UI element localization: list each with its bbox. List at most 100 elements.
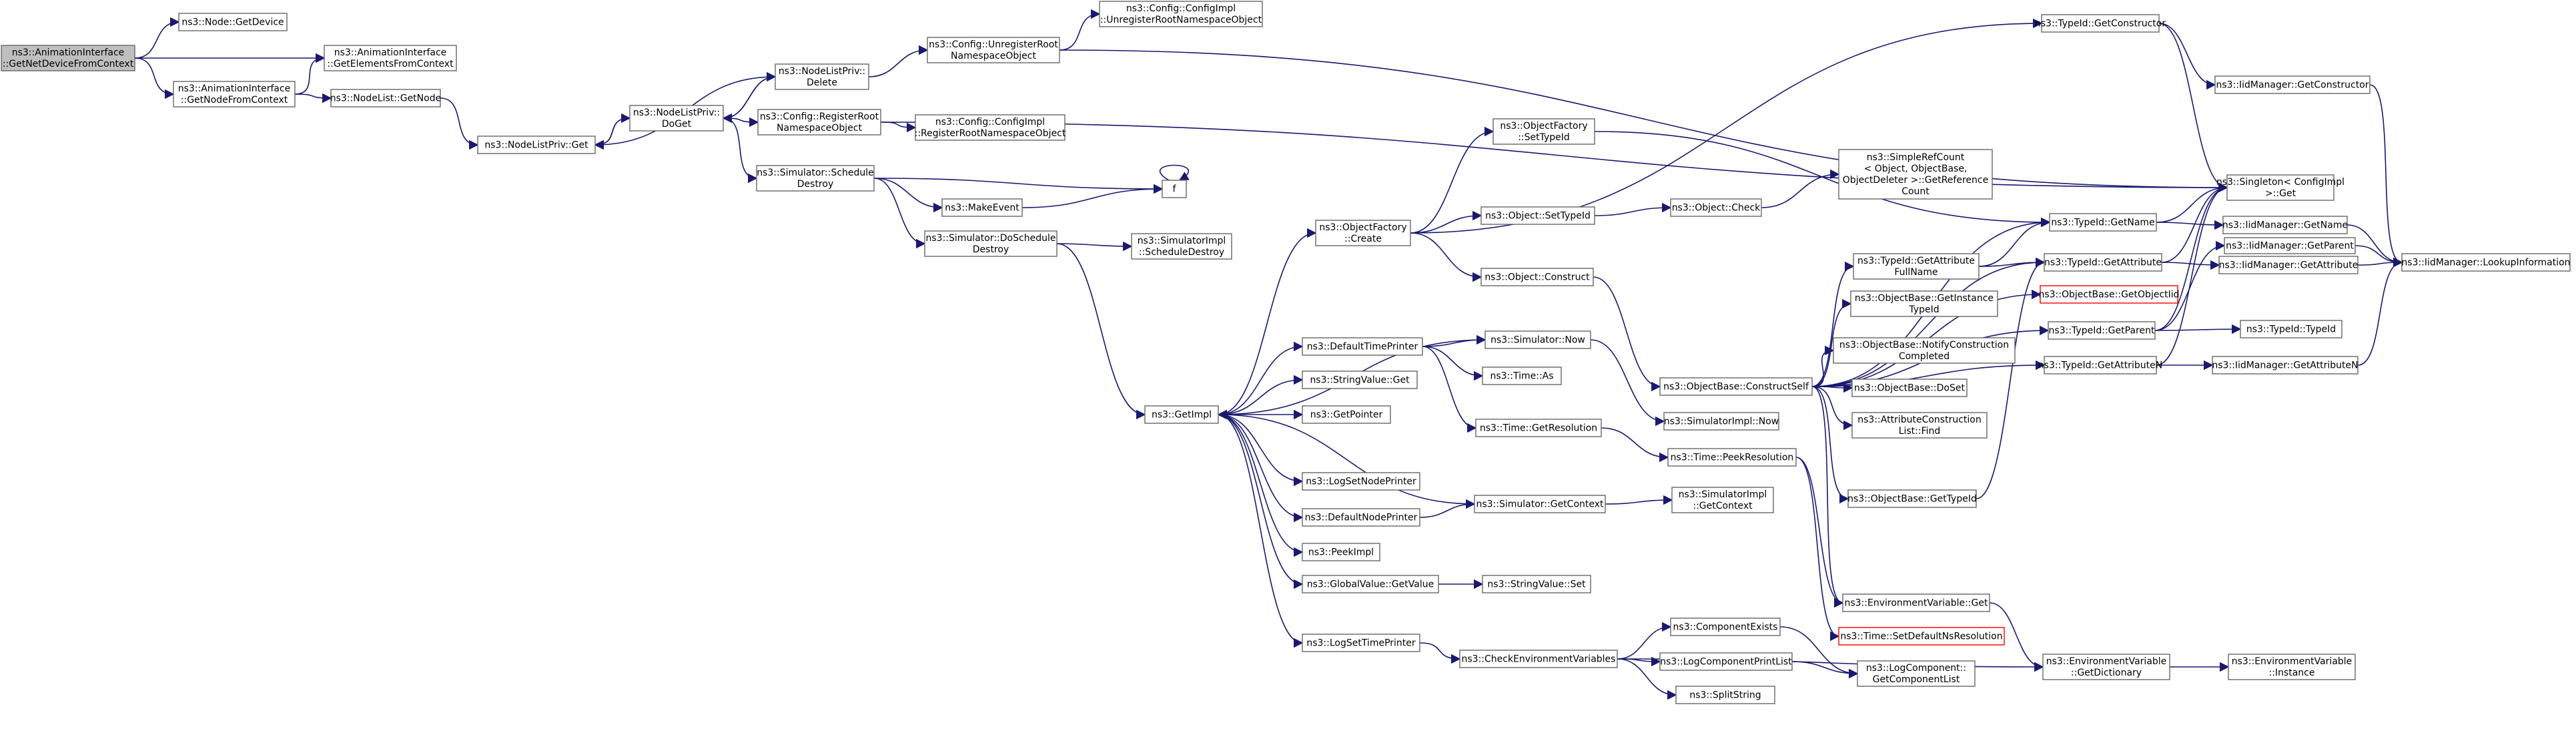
graph-node[interactable]: ns3::ObjectFactory::SetTypeId <box>1492 118 1595 145</box>
graph-node[interactable]: ns3::SimulatorImpl::GetContext <box>1671 487 1774 513</box>
graph-node-box <box>1162 180 1187 198</box>
graph-node[interactable]: ns3::TypeId::TypeId <box>2240 320 2342 338</box>
graph-node[interactable]: ns3::ObjectBase::DoSet <box>1851 379 1968 397</box>
graph-node[interactable]: ns3::ObjectFactory::Create <box>1315 220 1411 246</box>
graph-edge <box>1978 257 2046 268</box>
graph-node[interactable]: ns3::Simulator::Now <box>1484 330 1591 349</box>
graph-node-label: ns3::DefaultTimePrinter <box>1307 342 1418 352</box>
graph-node[interactable]: ns3::TypeId::GetName <box>2049 213 2157 232</box>
graph-node[interactable]: ns3::MakeEvent <box>941 198 1023 217</box>
graph-node[interactable]: ns3::ObjectBase::ConstructSelf <box>1659 377 1813 396</box>
graph-node-label: Delete <box>807 77 837 88</box>
graph-node[interactable]: ns3::DefaultNodePrinter <box>1302 508 1420 527</box>
graph-node[interactable]: ns3::IidManager::GetParent <box>2224 237 2356 254</box>
graph-node[interactable]: ns3::ObjectBase::GetObjectIid <box>2038 285 2180 304</box>
graph-node[interactable]: ns3::TypeId::GetParent <box>2048 321 2156 340</box>
graph-node[interactable]: ns3::AnimationInterface::GetNodeFromCont… <box>173 81 296 107</box>
graph-node[interactable]: ns3::GlobalValue::GetValue <box>1302 575 1439 593</box>
graph-node[interactable]: ns3::Object::Check <box>1670 198 1762 217</box>
graph-node[interactable]: ns3::SplitString <box>1675 686 1775 704</box>
graph-node-label: ns3::AttributeConstruction <box>1857 415 1981 425</box>
graph-node-box <box>2040 285 2178 304</box>
graph-node[interactable]: ns3::Config::UnregisterRootNamespaceObje… <box>927 37 1060 63</box>
graph-node-label: ns3::LogComponentPrintList <box>1660 657 1792 668</box>
graph-node-box <box>330 89 441 107</box>
graph-node[interactable]: ns3::Node::GetDevice <box>178 13 288 31</box>
graph-node[interactable]: ns3::Object::Construct <box>1480 268 1594 286</box>
graph-node[interactable]: ns3::Simulator::ScheduleDestroy <box>756 165 875 192</box>
graph-edge <box>1590 339 1665 427</box>
graph-node[interactable]: ns3::ObjectBase::GetTypeId <box>1847 489 1977 508</box>
graph-node[interactable]: ns3::StringValue::Get <box>1302 371 1418 389</box>
graph-node[interactable]: ns3::IidManager::GetAttribute <box>2218 256 2358 274</box>
graph-node-label: ns3::GetPointer <box>1310 410 1383 421</box>
graph-edge <box>1218 375 1304 415</box>
graph-edge <box>1594 202 1672 216</box>
graph-node-label: ns3::Config::RegisterRoot <box>760 111 879 122</box>
graph-node[interactable]: ns3::TypeId::GetAttribute <box>2044 253 2162 272</box>
graph-node[interactable]: ns3::LogComponentPrintList <box>1659 652 1793 671</box>
graph-node[interactable]: ns3::GetPointer <box>1302 405 1391 424</box>
graph-node-box <box>2240 320 2342 338</box>
graph-node[interactable]: ns3::EnvironmentVariable::Get <box>1842 593 1990 612</box>
graph-node[interactable]: ns3::TypeId::GetConstructor <box>2035 14 2166 33</box>
graph-node[interactable]: ns3::LogComponent::GetComponentList <box>1857 660 1976 687</box>
graph-node-label: ns3::Simulator::Schedule <box>757 168 874 178</box>
graph-node[interactable]: ns3::LogSetTimePrinter <box>1302 634 1420 652</box>
graph-node[interactable]: ns3::NodeListPriv::Get <box>477 136 596 154</box>
graph-node[interactable]: ns3::NodeListPriv::DoGet <box>629 105 724 132</box>
graph-node-box <box>915 114 1065 141</box>
graph-node[interactable]: ns3::Config::ConfigImpl::UnregisterRootN… <box>1099 1 1263 27</box>
graph-node-label: ::SetTypeId <box>1518 132 1570 143</box>
graph-node[interactable]: ns3::NodeListPriv::Delete <box>775 63 869 90</box>
graph-node[interactable]: ns3::EnvironmentVariable::Instance <box>2228 654 2356 680</box>
graph-node[interactable]: ns3::Time::GetResolution <box>1475 419 1602 437</box>
graph-node[interactable]: ns3::StringValue::Set <box>1482 575 1591 593</box>
graph-edge <box>723 117 758 184</box>
graph-node[interactable]: ns3::ComponentExists <box>1670 618 1781 636</box>
graph-node[interactable]: f <box>1162 180 1187 198</box>
graph-node[interactable]: ns3::SimulatorImpl::ScheduleDestroy <box>1131 233 1232 260</box>
graph-node[interactable]: ns3::AnimationInterface::GetNetDeviceFro… <box>1 45 135 71</box>
graph-node[interactable]: ns3::GetImpl <box>1144 405 1219 424</box>
graph-node-label: ns3::IidManager::GetParent <box>2226 241 2354 252</box>
graph-node-label: ns3::LogComponent:: <box>1866 663 1966 674</box>
graph-node[interactable]: ns3::Config::ConfigImpl::RegisterRootNam… <box>915 114 1066 141</box>
graph-node[interactable]: ns3::Singleton< ConfigImpl>::Get <box>2216 174 2344 201</box>
graph-node[interactable]: ns3::IidManager::GetName <box>2222 216 2348 234</box>
graph-node[interactable]: ns3::AnimationInterface::GetElementsFrom… <box>324 45 457 71</box>
graph-node[interactable]: ns3::Object::SetTypeId <box>1480 206 1595 225</box>
graph-node-box <box>1482 575 1591 593</box>
graph-node[interactable]: ns3::Time::SetDefaultNsResolution <box>1838 627 2005 646</box>
graph-node[interactable]: ns3::IidManager::GetConstructor <box>2214 75 2371 94</box>
graph-node[interactable]: ns3::Simulator::GetContext <box>1474 495 1606 513</box>
graph-node[interactable]: ns3::IidManager::GetAttributeN <box>2212 356 2358 375</box>
graph-node[interactable]: ns3::LogSetNodePrinter <box>1302 472 1420 491</box>
graph-node-label: List::Find <box>1899 426 1941 437</box>
graph-node-label: ns3::Time::SetDefaultNsResolution <box>1840 632 2002 642</box>
graph-node[interactable]: ns3::Time::As <box>1482 366 1562 385</box>
graph-node[interactable]: ns3::EnvironmentVariable::GetDictionary <box>2042 654 2170 680</box>
graph-node[interactable]: ns3::SimulatorImpl::Now <box>1663 412 1779 431</box>
graph-node[interactable]: ns3::SimpleRefCount< Object, ObjectBase,… <box>1838 149 1993 200</box>
graph-edge <box>1811 257 2046 387</box>
graph-node[interactable]: ns3::DefaultTimePrinter <box>1302 337 1423 356</box>
graph-node[interactable]: ns3::TypeId::GetAttributeN <box>2038 356 2162 375</box>
graph-edge <box>1811 298 1852 387</box>
graph-node[interactable]: ns3::IidManager::LookupInformation <box>2401 253 2571 272</box>
graph-node-box <box>1675 686 1775 704</box>
graph-edge <box>294 93 332 103</box>
graph-node[interactable]: ns3::ObjectBase::NotifyConstructionCompl… <box>1833 337 2016 364</box>
graph-edge <box>1218 414 1304 648</box>
graph-node[interactable]: ns3::PeekImpl <box>1302 543 1380 561</box>
graph-node-label: ns3::Node::GetDevice <box>181 17 284 28</box>
graph-node[interactable]: ns3::Time::PeekResolution <box>1667 448 1797 467</box>
graph-node[interactable]: ns3::CheckEnvironmentVariables <box>1459 650 1618 668</box>
graph-node[interactable]: ns3::Config::RegisterRootNamespaceObject <box>757 109 881 136</box>
graph-node[interactable]: ns3::NodeList::GetNode <box>330 89 441 107</box>
graph-node-label: ns3::TypeId::GetConstructor <box>2035 19 2166 29</box>
